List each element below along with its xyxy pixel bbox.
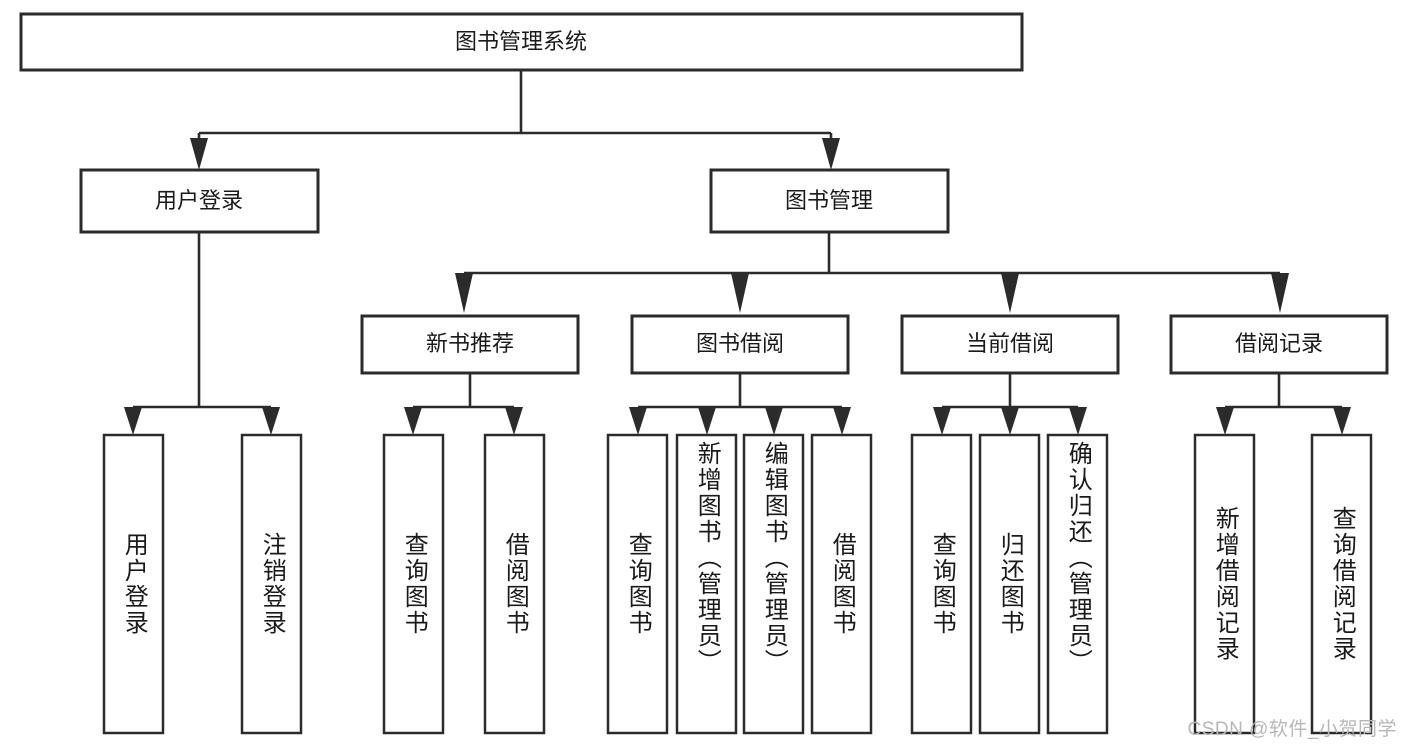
arrowhead-level3-0 xyxy=(455,273,473,313)
arrowhead-leaf-bookborrow-1 xyxy=(698,407,716,435)
node-root-system-label: 图书管理系统 xyxy=(455,29,587,54)
leaf-box-currentborrow-2[interactable] xyxy=(1046,433,1109,735)
leaf-box-borrowrecord-0[interactable] xyxy=(1193,433,1256,735)
leaf-box-bookborrow-2[interactable] xyxy=(742,433,805,735)
leaf-box-bookborrow-1[interactable] xyxy=(675,433,738,735)
node-current-borrow-rect xyxy=(900,314,1120,375)
arrowhead-leaf-bookborrow-2 xyxy=(765,407,783,435)
node-user-login-label: 用户登录 xyxy=(155,188,243,213)
leaf-box-user-login-1[interactable] xyxy=(240,433,303,735)
arrowhead-user-login xyxy=(190,138,208,170)
leaf-box-bookborrow-0[interactable] xyxy=(606,433,669,735)
arrowhead-leaf-newbook-0 xyxy=(404,407,422,435)
arrowhead-leaf-currentborrow-0 xyxy=(933,407,951,435)
node-borrow-record-rect xyxy=(1169,314,1389,375)
arrowhead-leaf-bookborrow-3 xyxy=(833,407,851,435)
node-book-management-label: 图书管理 xyxy=(785,188,873,213)
node-root-system[interactable]: 图书管理系统 xyxy=(19,12,1024,72)
node-borrow-record[interactable]: 借阅记录 xyxy=(1169,314,1389,375)
arrowhead-leaf-user-login-0 xyxy=(124,407,142,435)
node-book-borrow[interactable]: 图书借阅 xyxy=(630,314,850,375)
node-book-management[interactable]: 图书管理 xyxy=(709,168,950,234)
node-book-management-rect xyxy=(709,168,950,234)
arrowhead-level3-2 xyxy=(1001,273,1019,313)
node-borrow-record-label: 借阅记录 xyxy=(1235,331,1323,356)
leaf-box-bookborrow-3[interactable] xyxy=(810,433,873,735)
arrowhead-leaf-bookborrow-0 xyxy=(629,407,647,435)
arrowhead-level3-1 xyxy=(731,273,749,313)
leaf-box-currentborrow-0[interactable] xyxy=(910,433,973,735)
node-user-login[interactable]: 用户登录 xyxy=(79,168,320,234)
arrowhead-leaf-currentborrow-2 xyxy=(1069,407,1087,435)
csdn-watermark: CSDN @软件_小贺同学 xyxy=(1187,719,1397,740)
leaf-box-newbook-0[interactable] xyxy=(382,433,445,735)
node-book-borrow-label: 图书借阅 xyxy=(696,331,784,356)
arrowhead-level3-3 xyxy=(1271,273,1289,313)
node-current-borrow[interactable]: 当前借阅 xyxy=(900,314,1120,375)
leaf-box-currentborrow-1[interactable] xyxy=(978,433,1041,735)
node-new-book-recommend[interactable]: 新书推荐 xyxy=(360,314,580,375)
node-current-borrow-label: 当前借阅 xyxy=(966,331,1054,356)
leaf-box-user-login-0[interactable] xyxy=(102,433,165,735)
arrowhead-leaf-user-login-1 xyxy=(262,407,280,435)
arrowhead-leaf-newbook-1 xyxy=(505,407,523,435)
node-new-book-recommend-rect xyxy=(360,314,580,375)
leaf-box-borrowrecord-1[interactable] xyxy=(1310,433,1373,735)
node-root-system-rect xyxy=(19,12,1024,72)
arrowhead-book-manage xyxy=(822,138,840,170)
node-new-book-recommend-label: 新书推荐 xyxy=(426,331,514,356)
arrowhead-leaf-borrowrecord-0 xyxy=(1216,407,1234,435)
arrowhead-leaf-currentborrow-1 xyxy=(1001,407,1019,435)
arrowhead-leaf-borrowrecord-1 xyxy=(1333,407,1351,435)
leaf-box-newbook-1[interactable] xyxy=(483,433,546,735)
